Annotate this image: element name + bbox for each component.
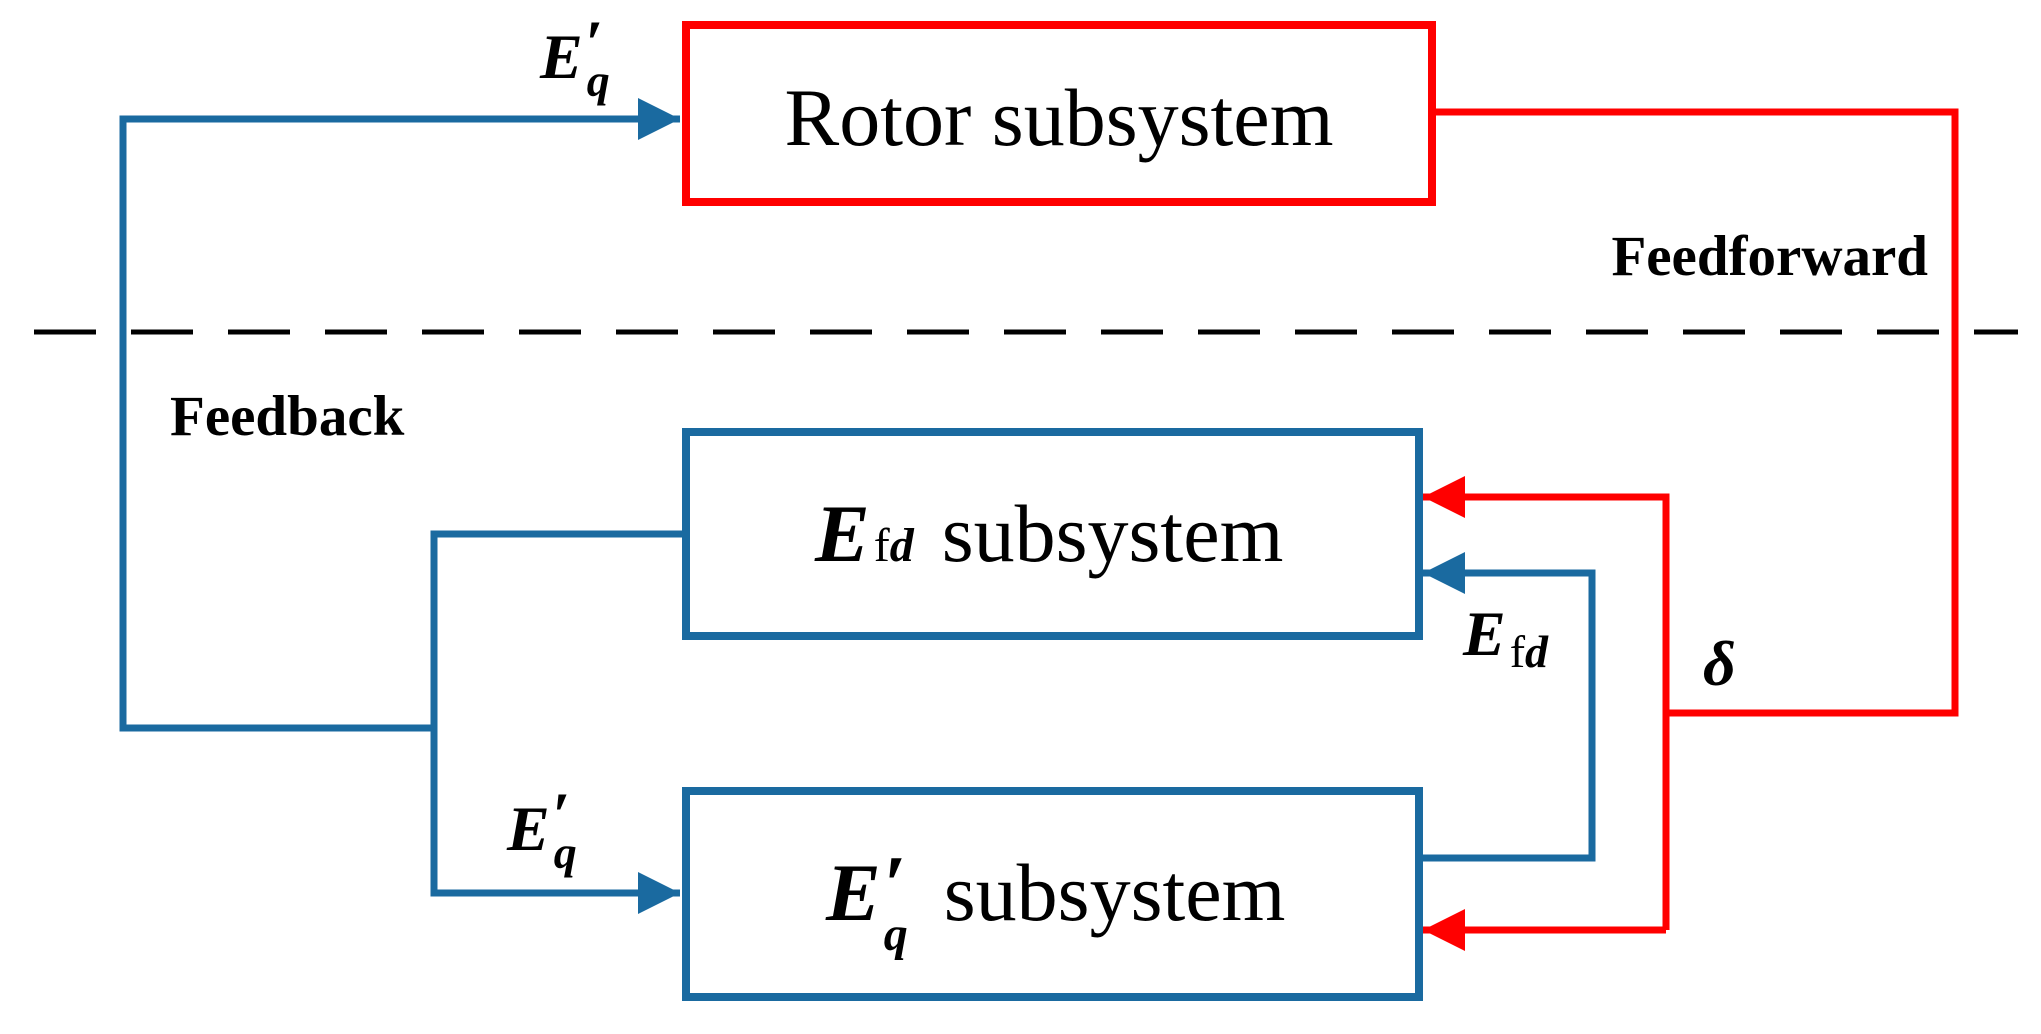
rotor-subsystem-label: Rotor subsystem — [785, 72, 1334, 163]
eq-to-rotor-signal-label: E′q — [539, 7, 610, 106]
eq-subsystem-block — [682, 787, 1423, 1001]
delta-to-efd-line — [1423, 476, 1670, 930]
delta-signal-label: δ — [1703, 628, 1736, 699]
efd-subsystem-block — [682, 428, 1423, 640]
eq-to-eq-block-signal-label: E′q — [506, 779, 577, 878]
efd-output-line — [430, 530, 686, 914]
feedforward-label: Feedforward — [1611, 225, 1928, 288]
delta-main-line — [1432, 108, 1959, 717]
feedback-label: Feedback — [170, 385, 405, 448]
efd-feedback-signal-label: Efd — [1462, 598, 1549, 677]
feedforward-connections — [1423, 108, 1959, 951]
efd-feedback-line — [1419, 552, 1596, 862]
feedback-connections — [119, 98, 1596, 914]
eq-to-rotor-line — [119, 98, 680, 732]
rotor-subsystem-block — [682, 21, 1436, 206]
